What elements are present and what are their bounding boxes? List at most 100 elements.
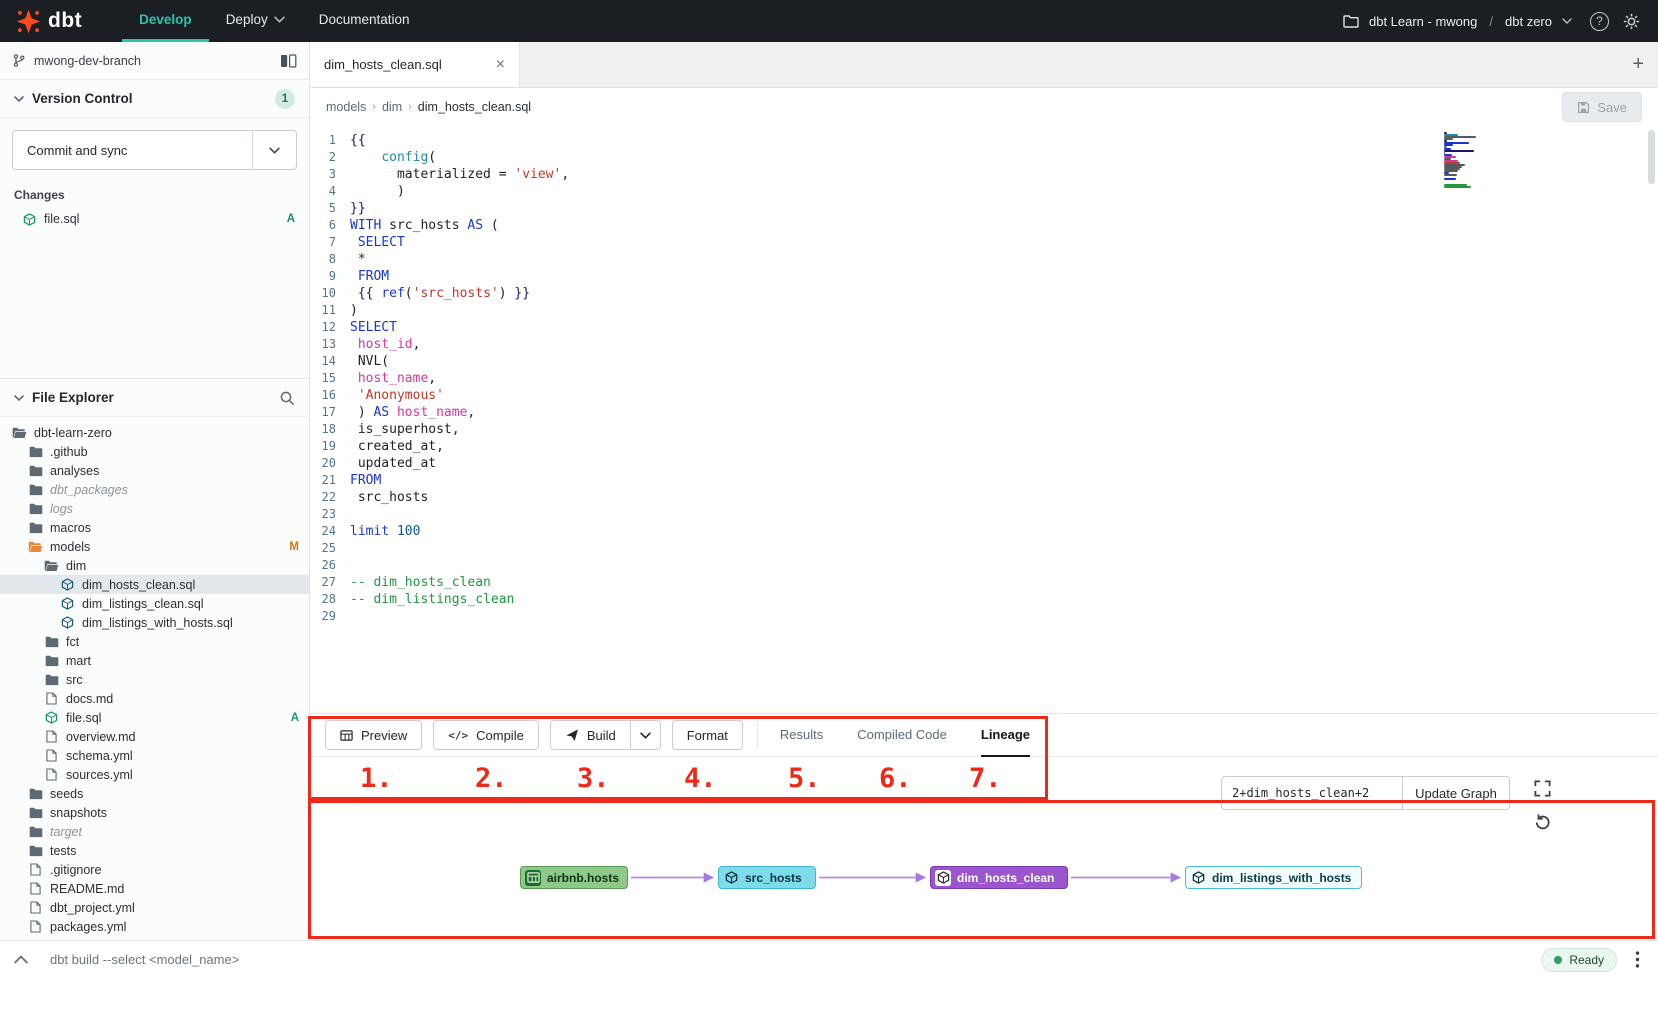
tree-item-analyses[interactable]: analyses xyxy=(0,461,309,480)
tree-item-packages-yml[interactable]: packages.yml xyxy=(0,917,309,936)
fullscreen-icon[interactable] xyxy=(1533,779,1552,798)
breadcrumb-item[interactable]: dim_hosts_clean.sql xyxy=(417,100,532,114)
help-icon[interactable]: ? xyxy=(1590,11,1609,31)
tree-item-seeds[interactable]: seeds xyxy=(0,784,309,803)
nav-item-documentation[interactable]: Documentation xyxy=(302,0,427,42)
code-line[interactable]: 2 config( xyxy=(310,149,1658,166)
tree-item-gitignore[interactable]: .gitignore xyxy=(0,860,309,879)
minimap[interactable] xyxy=(1444,132,1478,190)
lineage-node-dim-hosts-clean[interactable]: dim_hosts_clean xyxy=(930,866,1068,889)
lineage-node-dim-listings-with-hosts[interactable]: dim_listings_with_hosts xyxy=(1185,866,1362,889)
tree-item-logs[interactable]: logs xyxy=(0,499,309,518)
code-line[interactable]: 9 FROM xyxy=(310,268,1658,285)
breadcrumb-item[interactable]: models xyxy=(326,100,367,114)
tree-item-docs-md[interactable]: docs.md xyxy=(0,689,309,708)
search-icon[interactable] xyxy=(279,390,295,406)
commit-and-sync-button[interactable]: Commit and sync xyxy=(12,130,297,170)
compile-button[interactable]: </>Compile xyxy=(433,720,539,750)
code-line[interactable]: 27-- dim_hosts_clean xyxy=(310,574,1658,591)
code-line[interactable]: 19 created_at, xyxy=(310,438,1658,455)
preview-button[interactable]: Preview xyxy=(325,720,423,750)
commit-options-dropdown[interactable] xyxy=(252,131,296,169)
code-line[interactable]: 29 xyxy=(310,608,1658,625)
tree-item-overview-md[interactable]: overview.md xyxy=(0,727,309,746)
code-line[interactable]: 20 updated_at xyxy=(310,455,1658,472)
tree-item-schema-yml[interactable]: schema.yml xyxy=(0,746,309,765)
code-line[interactable]: 7 SELECT xyxy=(310,234,1658,251)
tree-item-github[interactable]: .github xyxy=(0,442,309,461)
account-name[interactable]: dbt Learn - mwong xyxy=(1368,13,1478,29)
code-line[interactable]: 26 xyxy=(310,557,1658,574)
tree-item-fct[interactable]: fct xyxy=(0,632,309,651)
code-line[interactable]: 10 {{ ref('src_hosts') }} xyxy=(310,285,1658,302)
code-line[interactable]: 25 xyxy=(310,540,1658,557)
save-button[interactable]: Save xyxy=(1562,92,1642,122)
breadcrumb-item[interactable]: dim xyxy=(381,100,403,114)
new-tab-icon[interactable]: + xyxy=(1632,53,1644,75)
code-line[interactable]: 8 * xyxy=(310,251,1658,268)
update-graph-button[interactable]: Update Graph xyxy=(1402,776,1510,810)
settings-gear-icon[interactable] xyxy=(1623,13,1640,30)
tree-item-dbt-packages[interactable]: dbt_packages xyxy=(0,480,309,499)
tree-item-dbt-project-yml[interactable]: dbt_project.yml xyxy=(0,898,309,917)
tab-lineage[interactable]: Lineage xyxy=(980,713,1030,757)
build-dropdown-button[interactable] xyxy=(630,720,661,750)
tree-item-dim-listings-clean-sql[interactable]: dim_listings_clean.sql xyxy=(0,594,309,613)
version-control-header[interactable]: Version Control 1 xyxy=(0,80,309,118)
code-line[interactable]: 22 src_hosts xyxy=(310,489,1658,506)
lineage-node-airbnb-hosts[interactable]: airbnb.hosts xyxy=(520,866,629,889)
project-name[interactable]: dbt zero xyxy=(1505,13,1552,29)
tree-item-dim-listings-with-hosts-sql[interactable]: dim_listings_with_hosts.sql xyxy=(0,613,309,632)
code-line[interactable]: 13 host_id, xyxy=(310,336,1658,353)
chevron-down-icon[interactable] xyxy=(1562,18,1572,24)
tree-item-dim-hosts-clean-sql[interactable]: dim_hosts_clean.sql xyxy=(0,575,309,594)
code-line[interactable]: 14 NVL( xyxy=(310,353,1658,370)
close-tab-icon[interactable]: × xyxy=(495,55,505,73)
expand-panel-icon[interactable] xyxy=(14,955,28,964)
code-line[interactable]: 15 host_name, xyxy=(310,370,1658,387)
tab-results[interactable]: Results xyxy=(779,726,824,742)
lineage-node-src-hosts[interactable]: src_hosts xyxy=(718,866,816,889)
code-editor[interactable]: 1{{2 config(3 materialized = 'view',4 )5… xyxy=(310,126,1658,713)
lineage-selector-input[interactable] xyxy=(1221,776,1402,810)
code-line[interactable]: 23 xyxy=(310,506,1658,523)
tree-item-target[interactable]: target xyxy=(0,822,309,841)
build-button[interactable]: Build xyxy=(549,720,631,750)
tab-dim-hosts-clean[interactable]: dim_hosts_clean.sql × xyxy=(310,42,520,87)
editor-scrollbar[interactable] xyxy=(1648,130,1655,184)
tree-item-snapshots[interactable]: snapshots xyxy=(0,803,309,822)
code-line[interactable]: 17 ) AS host_name, xyxy=(310,404,1658,421)
nav-item-develop[interactable]: Develop xyxy=(122,0,209,42)
code-line[interactable]: 4 ) xyxy=(310,183,1658,200)
code-line[interactable]: 5}} xyxy=(310,200,1658,217)
code-line[interactable]: 1{{ xyxy=(310,132,1658,149)
tab-compiled-code[interactable]: Compiled Code xyxy=(857,726,947,742)
reset-graph-icon[interactable] xyxy=(1533,813,1552,832)
cli-command-input[interactable]: dbt build --select <model_name> xyxy=(50,952,240,967)
tree-item-mart[interactable]: mart xyxy=(0,651,309,670)
kebab-menu-icon[interactable] xyxy=(1635,951,1640,968)
code-line[interactable]: 11) xyxy=(310,302,1658,319)
code-line[interactable]: 16 'Anonymous' xyxy=(310,387,1658,404)
tree-item-readme-md[interactable]: README.md xyxy=(0,879,309,898)
file-explorer-header[interactable]: File Explorer xyxy=(0,379,309,417)
code-line[interactable]: 18 is_superhost, xyxy=(310,421,1658,438)
tree-item-sources-yml[interactable]: sources.yml xyxy=(0,765,309,784)
tree-item-dim[interactable]: dim xyxy=(0,556,309,575)
tree-item-tests[interactable]: tests xyxy=(0,841,309,860)
code-line[interactable]: 28-- dim_listings_clean xyxy=(310,591,1658,608)
dbt-logo[interactable]: dbt xyxy=(16,9,82,34)
tree-item-src[interactable]: src xyxy=(0,670,309,689)
git-branch-row[interactable]: mwong-dev-branch xyxy=(0,42,309,80)
nav-item-deploy[interactable]: Deploy xyxy=(209,0,302,42)
code-line[interactable]: 3 materialized = 'view', xyxy=(310,166,1658,183)
split-view-icon[interactable] xyxy=(280,53,297,68)
tree-item-macros[interactable]: macros xyxy=(0,518,309,537)
format-button[interactable]: Format xyxy=(671,720,743,750)
